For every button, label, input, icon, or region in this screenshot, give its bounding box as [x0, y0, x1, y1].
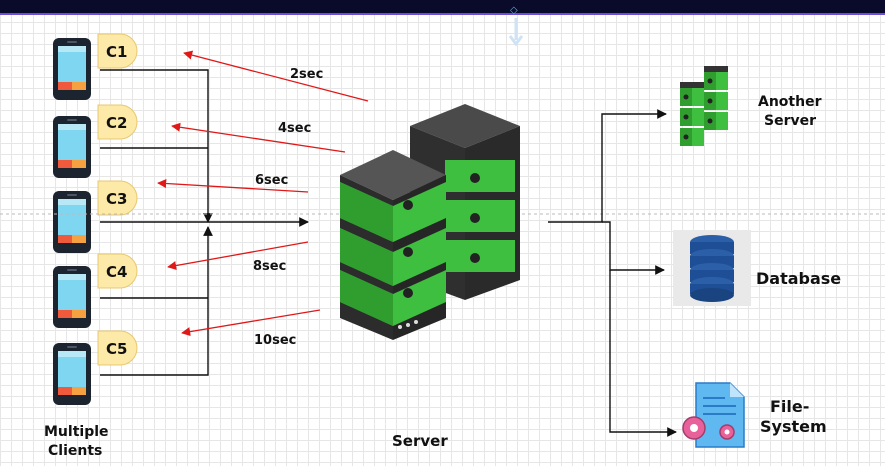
server-label: Server: [392, 432, 448, 450]
client-c5: C5: [53, 330, 138, 405]
client-connectors: [100, 69, 309, 376]
filesystem-icon: [682, 382, 745, 448]
database-icon: [673, 230, 751, 306]
interval-label: 2sec: [290, 67, 323, 82]
clients-label-line2: Clients: [48, 443, 102, 459]
top-bar-accent: [0, 13, 885, 15]
filesystem-label-line1: File-: [770, 397, 809, 416]
filesystem-label-line2: System: [760, 417, 827, 436]
interval-label: 6sec: [255, 173, 288, 188]
client-label-c3: C3: [106, 190, 127, 208]
top-bar: [0, 0, 885, 14]
client-label-c1: C1: [106, 43, 127, 61]
interval-label: 8sec: [253, 259, 286, 274]
client-c4: C4: [53, 253, 138, 328]
another-server-label-line2: Server: [764, 113, 816, 129]
client-c2: C2: [53, 104, 138, 178]
interval-label: 10sec: [254, 333, 296, 348]
client-label-c5: C5: [106, 340, 127, 358]
database-label: Database: [756, 269, 841, 288]
client-c1: C1: [53, 33, 138, 100]
response-arrows: [157, 50, 369, 337]
client-c3: C3: [53, 180, 138, 253]
client-label-c4: C4: [106, 263, 127, 281]
svg-text:◇: ◇: [510, 5, 518, 16]
drag-handle-icon[interactable]: ◇: [508, 5, 524, 47]
another-server-label-line1: Another: [758, 94, 822, 110]
interval-label: 4sec: [278, 121, 311, 136]
another-server-icon: [680, 66, 728, 146]
clients-label-line1: Multiple: [44, 424, 109, 440]
server-illustration: [340, 104, 520, 340]
output-connectors: [548, 109, 677, 437]
client-label-c2: C2: [106, 114, 127, 132]
